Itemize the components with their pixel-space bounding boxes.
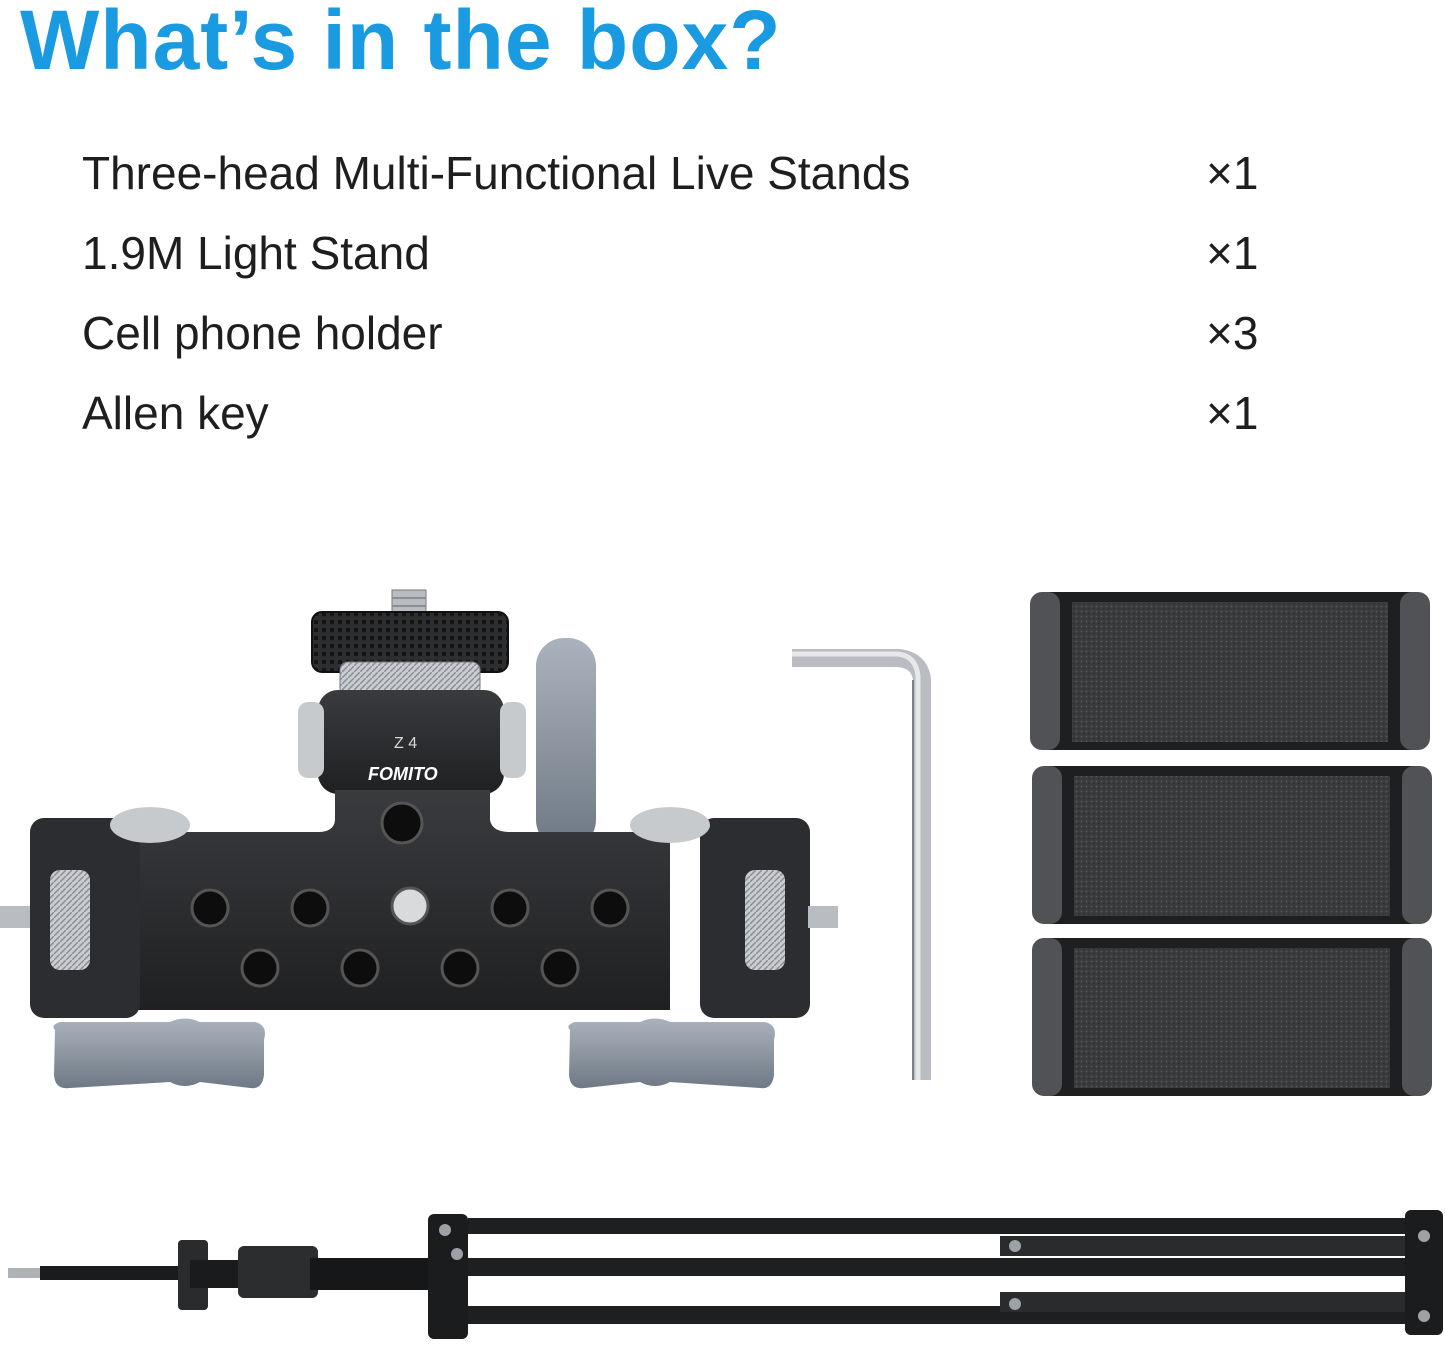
phone-holder-icon	[1030, 592, 1432, 1096]
svg-text:FOMITO: FOMITO	[368, 764, 438, 784]
multi-functional-mount-icon: Z 4 FOMITO	[0, 589, 838, 1089]
item-quantity: ×1	[1206, 387, 1259, 439]
list-item: 1.9M Light Stand ×1	[82, 215, 1282, 295]
light-stand-icon	[8, 1210, 1443, 1339]
item-quantity: ×1	[1206, 227, 1259, 279]
box-contents-list: Three-head Multi-Functional Live Stands …	[82, 135, 1282, 455]
phone-holder	[1032, 938, 1432, 1096]
list-item: Allen key ×1	[82, 375, 1282, 455]
svg-text:Z 4: Z 4	[394, 735, 417, 752]
item-name: Three-head Multi-Functional Live Stands	[82, 147, 911, 199]
item-name: Cell phone holder	[82, 307, 443, 359]
item-quantity: ×1	[1206, 147, 1259, 199]
page-title: What’s in the box?	[20, 0, 782, 87]
list-item: Cell phone holder ×3	[82, 295, 1282, 375]
item-name: 1.9M Light Stand	[82, 227, 430, 279]
allen-key-icon	[792, 649, 931, 1080]
phone-holder	[1030, 592, 1430, 750]
list-item: Three-head Multi-Functional Live Stands …	[82, 135, 1282, 215]
phone-holder	[1032, 766, 1432, 924]
item-name: Allen key	[82, 387, 269, 439]
item-quantity: ×3	[1206, 307, 1259, 359]
